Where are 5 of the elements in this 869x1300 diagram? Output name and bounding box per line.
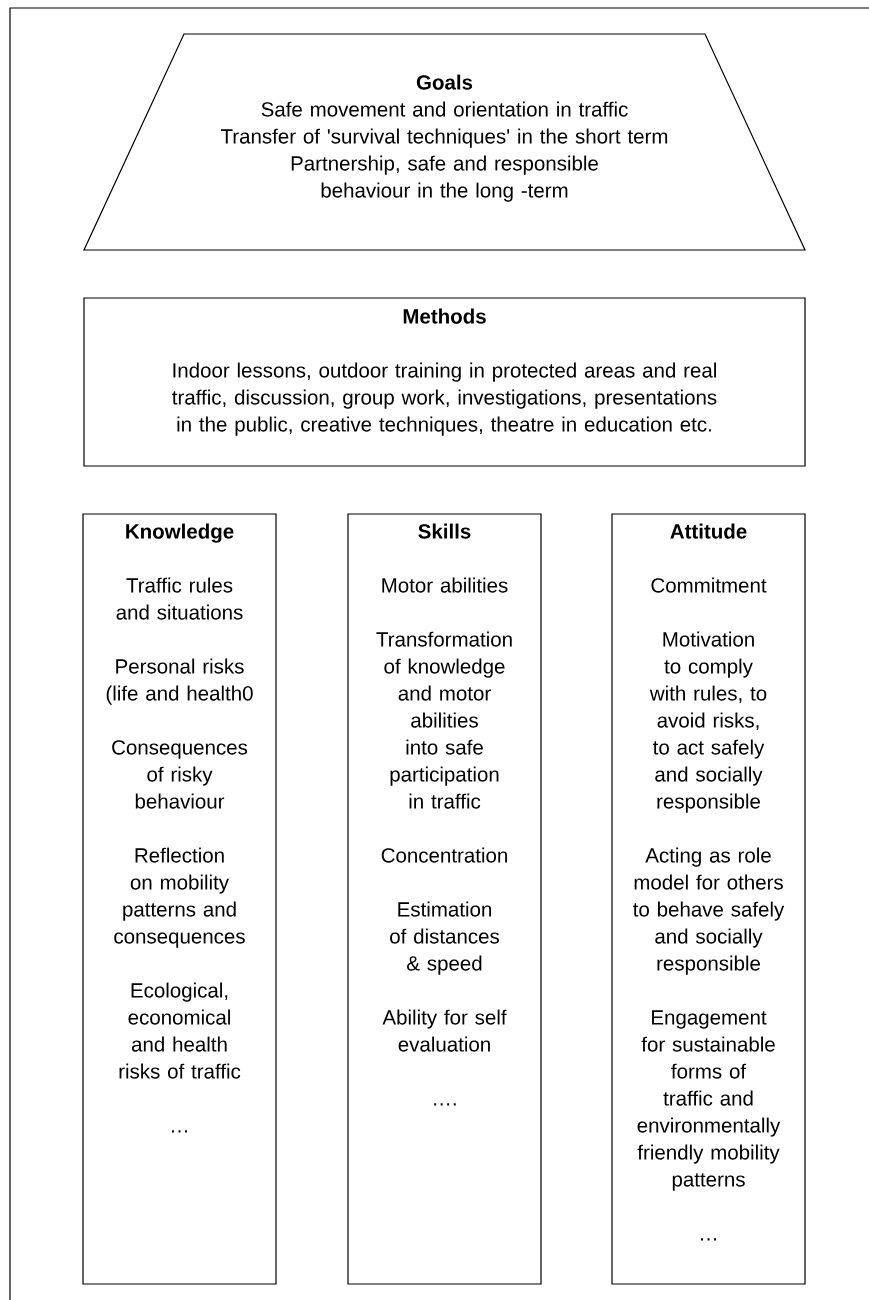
knowledge-column: Knowledge Traffic rules and situations Personal risks (life and health0 Consequences of risky behaviour Reflection on mobility patterns and consequences Ecological, economical and health risks of traffic … xyxy=(82,513,277,1285)
goals-trapezoid: Goals Safe movement and orientation in traffic Transfer of 'survival techniques' in the short term Partnership, safe and responsible behaviour in the long -term xyxy=(83,33,806,251)
methods-box: Methods Indoor lessons, outdoor training in protected areas and real traffic, discussion, group work, investigations, presentations in the public, creative techniques, theatre in education etc. xyxy=(83,297,806,467)
skills-column: Skills Motor abilities Transformation of knowledge and motor abilities into safe participation in traffic Concentration Estimation of distances & speed Ability for self evaluation …. xyxy=(347,513,542,1285)
attitude-column: Attitude Commitment Motivation to comply with rules, to avoid risks, to act safely and socially responsible Acting as role model for others to behave safely and socially responsible Engagement for sustainable forms of traffic and environmentally friendly mobility patterns … xyxy=(611,513,806,1285)
